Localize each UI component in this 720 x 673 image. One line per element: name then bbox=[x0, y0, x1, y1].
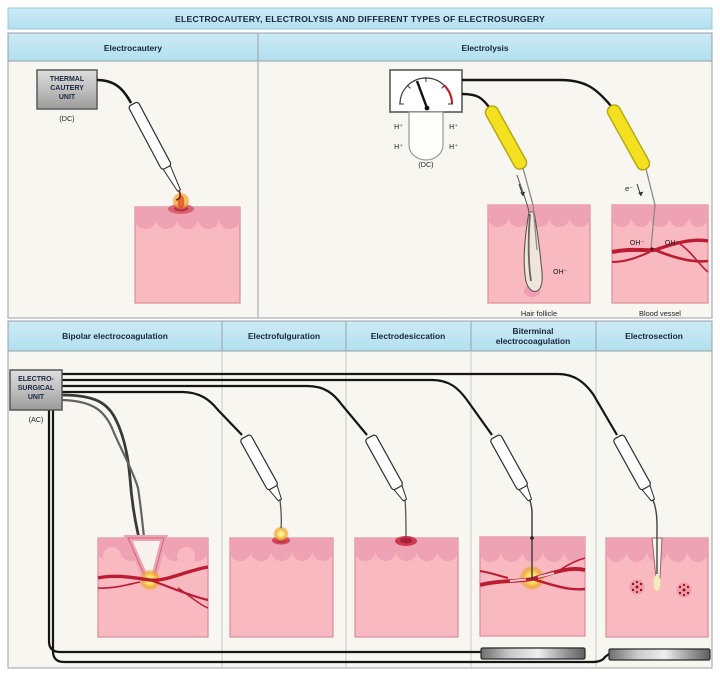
fulguration-spark bbox=[273, 526, 289, 542]
header-electrocautery: Electrocautery bbox=[104, 43, 163, 53]
return-cable-1 bbox=[47, 410, 481, 654]
arrow-down-left bbox=[520, 191, 526, 196]
panel-fulguration bbox=[229, 433, 334, 638]
panel-electrocautery: THERMAL CAUTERY UNIT (DC) bbox=[36, 69, 241, 304]
header-biterminal-line2: electrocoagulation bbox=[496, 336, 570, 346]
cut-vessel-burst-1 bbox=[629, 579, 645, 595]
electron-label: e⁻ bbox=[625, 185, 633, 193]
header-biterminal-line1: Biterminal bbox=[513, 326, 554, 336]
title-banner: ELECTROCAUTERY, ELECTROLYSIS AND DIFFERE… bbox=[7, 7, 713, 30]
desiccation-tip-wire bbox=[404, 499, 407, 538]
oh-label-vessel-1: OH⁻ bbox=[630, 239, 645, 247]
panel-biterminal bbox=[479, 433, 586, 660]
oh-label-follicle: OH⁻ bbox=[553, 268, 568, 276]
caption-hair-follicle: Hair follicle bbox=[521, 309, 557, 318]
header-electrolysis: Electrolysis bbox=[461, 43, 508, 53]
electrosection-needle bbox=[652, 499, 658, 574]
cut-vessel-burst-2 bbox=[676, 582, 692, 598]
esu-cables bbox=[47, 372, 618, 664]
cautery-skin-block bbox=[134, 204, 241, 304]
needle-right bbox=[645, 168, 656, 249]
needle-left bbox=[522, 167, 538, 251]
dc-label-electrolysis: (DC) bbox=[418, 160, 433, 169]
hair-shaft bbox=[516, 174, 530, 213]
esu-line1: ELECTRO- bbox=[18, 376, 54, 383]
electrolysis-cable-left bbox=[461, 92, 490, 108]
header-electrosection: Electrosection bbox=[625, 331, 683, 341]
top-section: Electrocautery Electrolysis bbox=[7, 32, 713, 319]
electrosurgical-unit: ELECTRO- SURGICAL UNIT (AC) bbox=[9, 369, 63, 424]
esu-line2: SURGICAL bbox=[18, 385, 55, 392]
panel-electrolysis: H⁺ H⁺ H⁺ H⁺ (DC) bbox=[389, 69, 709, 318]
esu-line3: UNIT bbox=[28, 394, 45, 401]
coagulated-segment-2 bbox=[537, 572, 555, 578]
oh-label-vessel-2: OH⁻ bbox=[665, 239, 680, 247]
electrode-symbol bbox=[408, 111, 444, 161]
dispersive-plate-2 bbox=[608, 648, 711, 661]
biterminal-needle bbox=[529, 499, 533, 580]
banner-title: ELECTROCAUTERY, ELECTROLYSIS AND DIFFERE… bbox=[175, 14, 545, 24]
caption-blood-vessel: Blood vessel bbox=[639, 309, 681, 318]
h-ion-4: H⁺ bbox=[449, 143, 458, 151]
fulguration-tip-wire bbox=[279, 499, 283, 529]
panel-desiccation bbox=[354, 433, 459, 638]
galvanometer bbox=[389, 69, 463, 113]
header-desiccation: Electrodesiccation bbox=[371, 331, 445, 341]
h-ion-2: H⁺ bbox=[449, 123, 458, 131]
meter-red-zone bbox=[443, 84, 454, 105]
electrolysis-probe-right bbox=[606, 104, 651, 171]
header-bipolar: Bipolar electrocoagulation bbox=[62, 331, 168, 341]
electrolysis-cable-right bbox=[462, 78, 612, 107]
thermal-cautery-unit-box bbox=[36, 69, 98, 110]
coagulated-segment-1 bbox=[509, 578, 527, 582]
blood-vessel-skin-block bbox=[611, 204, 709, 304]
h-ion-3: H⁺ bbox=[394, 143, 403, 151]
cautery-cable bbox=[96, 78, 133, 104]
cautery-pen bbox=[128, 101, 182, 201]
thermal-unit-line2: CAUTERY bbox=[50, 85, 84, 92]
dc-label-cautery: (DC) bbox=[59, 114, 74, 123]
hair-follicle-skin-block bbox=[487, 204, 591, 304]
h-ion-1: H⁺ bbox=[394, 123, 403, 131]
meter-needle bbox=[415, 80, 429, 109]
panel-bipolar bbox=[97, 535, 209, 638]
panel-electrosection bbox=[605, 433, 711, 661]
thermal-unit-line1: THERMAL bbox=[50, 76, 85, 83]
header-fulguration: Electrofulguration bbox=[248, 331, 320, 341]
arrow-down-right bbox=[638, 191, 644, 196]
return-cable-2 bbox=[51, 410, 610, 664]
dispersive-plate-1 bbox=[480, 647, 586, 660]
ac-label: (AC) bbox=[29, 415, 44, 424]
section-glow bbox=[653, 574, 661, 592]
thermal-unit-line3: UNIT bbox=[59, 94, 76, 101]
